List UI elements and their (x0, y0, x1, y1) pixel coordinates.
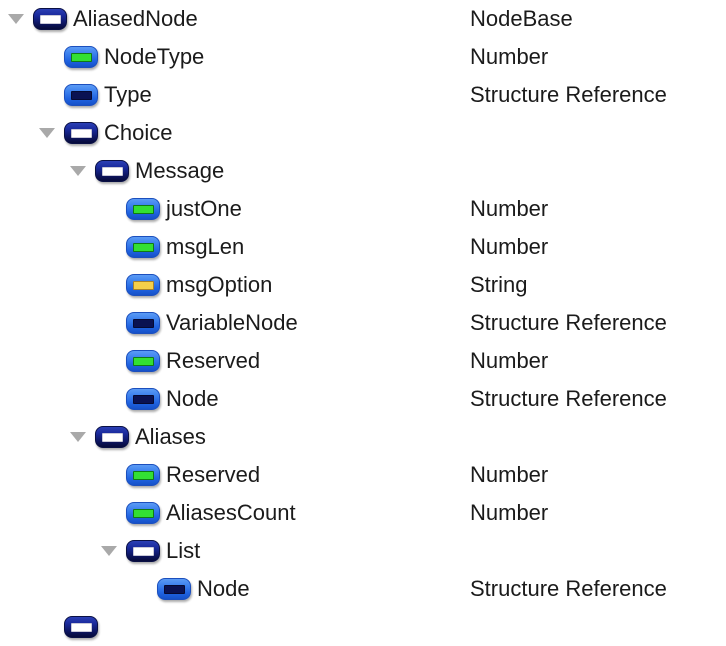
tree-row-type: Structure Reference (470, 310, 667, 335)
triangle-glyph (7, 14, 24, 24)
icon-inner-bar (132, 242, 154, 252)
icon-inner-bar (70, 128, 92, 138)
icon-inner-bar (132, 470, 154, 480)
icon-inner-bar (101, 166, 123, 176)
structure-reference-field-icon[interactable] (64, 84, 98, 106)
tree-row[interactable]: VariableNode Structure Reference (0, 304, 726, 342)
tree-row-name: Reserved (166, 462, 261, 487)
tree-row-type: Number (470, 500, 549, 525)
structure-reference-field-icon[interactable] (126, 388, 160, 410)
tree-row[interactable]: Reserved Number (0, 342, 726, 380)
tree-row-name: AliasesCount (166, 500, 296, 525)
tree-row-name: msgOption (166, 272, 273, 297)
struct-container-icon[interactable] (33, 8, 67, 30)
tree-row[interactable]: Reserved Number (0, 456, 726, 494)
icon-inner-bar (70, 622, 92, 632)
tree-row-type: Number (470, 234, 549, 259)
tree-row-name: Node (166, 386, 219, 411)
tree-row-type: Structure Reference (470, 386, 667, 411)
disclosure-triangle-expanded-icon[interactable] (37, 114, 56, 152)
tree-row[interactable]: AliasedNode NodeBase (0, 0, 726, 38)
icon-inner-bar (132, 356, 154, 366)
tree-row[interactable]: Node Structure Reference (0, 380, 726, 418)
struct-container-icon[interactable] (64, 122, 98, 144)
tree-row[interactable]: Type Structure Reference (0, 76, 726, 114)
disclosure-triangle-expanded-icon[interactable] (68, 152, 87, 190)
tree-row[interactable]: Aliases (0, 418, 726, 456)
struct-container-icon[interactable] (64, 616, 98, 638)
number-field-icon[interactable] (64, 46, 98, 68)
tree-row[interactable]: Node Structure Reference (0, 570, 726, 608)
icon-inner-bar (132, 546, 154, 556)
icon-inner-bar (39, 14, 61, 24)
number-field-icon[interactable] (126, 502, 160, 524)
tree-row-type: Number (470, 462, 549, 487)
icon-inner-bar (70, 52, 92, 62)
tree-row-name: VariableNode (166, 310, 298, 335)
triangle-glyph (38, 128, 55, 138)
icon-inner-bar (132, 204, 154, 214)
structure-reference-field-icon[interactable] (126, 312, 160, 334)
triangle-glyph (69, 166, 86, 176)
icon-inner-bar (163, 584, 185, 594)
triangle-glyph (100, 546, 117, 556)
icon-inner-bar (132, 318, 154, 328)
disclosure-triangle-expanded-icon[interactable] (99, 532, 118, 570)
number-field-icon[interactable] (126, 350, 160, 372)
tree-row-name: Aliases (135, 424, 206, 449)
icon-inner-bar (132, 280, 154, 290)
number-field-icon[interactable] (126, 464, 160, 486)
disclosure-triangle-expanded-icon[interactable] (68, 418, 87, 456)
tree-row-name: Node (197, 576, 250, 601)
struct-container-icon[interactable] (95, 160, 129, 182)
tree-row-type: String (470, 272, 528, 297)
tree-row[interactable]: msgOption String (0, 266, 726, 304)
tree-row-name: Type (104, 82, 152, 107)
tree-row-name: List (166, 538, 201, 563)
tree-row[interactable]: List (0, 532, 726, 570)
icon-inner-bar (132, 508, 154, 518)
tree-row-type: Structure Reference (470, 576, 667, 601)
tree-row-name: Message (135, 158, 225, 183)
tree-row-name: Choice (104, 120, 173, 145)
tree-row-name: msgLen (166, 234, 245, 259)
number-field-icon[interactable] (126, 198, 160, 220)
icon-inner-bar (132, 394, 154, 404)
struct-container-icon[interactable] (126, 540, 160, 562)
tree-row[interactable]: msgLen Number (0, 228, 726, 266)
tree-row[interactable]: Message (0, 152, 726, 190)
tree-row-name: justOne (166, 196, 242, 221)
tree-row[interactable]: justOne Number (0, 190, 726, 228)
tree-row[interactable]: AliasesCount Number (0, 494, 726, 532)
structure-reference-field-icon[interactable] (157, 578, 191, 600)
string-field-icon[interactable] (126, 274, 160, 296)
struct-container-icon[interactable] (95, 426, 129, 448)
tree-row-type: Number (470, 196, 549, 221)
icon-inner-bar (101, 432, 123, 442)
tree-row[interactable]: Choice (0, 114, 726, 152)
tree-row-name: AliasedNode (73, 6, 198, 31)
tree-row-type: Structure Reference (470, 82, 667, 107)
tree-row-name: Reserved (166, 348, 261, 373)
tree-row-type: NodeBase (470, 6, 573, 31)
triangle-glyph (69, 432, 86, 442)
disclosure-triangle-expanded-icon[interactable] (6, 0, 25, 38)
tree-row[interactable]: NodeType Number (0, 38, 726, 76)
number-field-icon[interactable] (126, 236, 160, 258)
tree-row-name: NodeType (104, 44, 205, 69)
tree-row-type: Number (470, 348, 549, 373)
tree-row-type: Number (470, 44, 549, 69)
icon-inner-bar (70, 90, 92, 100)
